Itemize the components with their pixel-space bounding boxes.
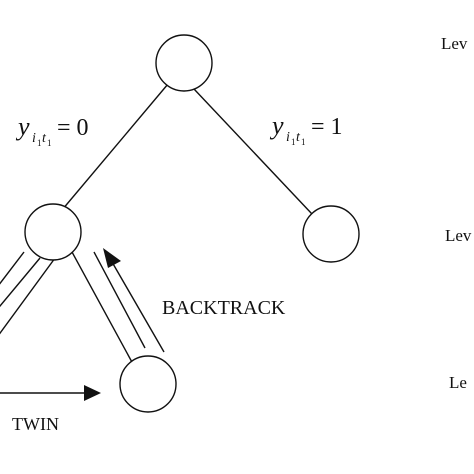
edge-label-left-sub2-sub: 1 bbox=[47, 138, 52, 148]
edge-label-right-rel: = 1 bbox=[311, 114, 343, 140]
level-label-0: Lev bbox=[441, 34, 468, 53]
edge-label-left: y i 1 t 1 = 0 bbox=[15, 112, 89, 148]
left-grandchild-parallel bbox=[93, 251, 146, 349]
edge-label-left-sub2: t bbox=[42, 131, 47, 146]
edge-root-left bbox=[61, 83, 169, 211]
twin-label: TWIN bbox=[12, 414, 59, 434]
twin-arrowhead bbox=[84, 385, 101, 401]
twin-path-line bbox=[0, 257, 41, 308]
edge-label-right-sub2-sub: 1 bbox=[301, 137, 306, 147]
grandchild-node bbox=[119, 355, 177, 413]
edge-left-child-down bbox=[0, 253, 59, 335]
edge-label-right-var: y bbox=[269, 111, 284, 140]
level-label-1: Lev bbox=[445, 226, 472, 245]
backtrack-arrow-shaft bbox=[111, 261, 165, 353]
backtrack-arrowhead bbox=[103, 248, 121, 268]
left-child-node bbox=[24, 203, 82, 261]
level-label-2: Le bbox=[449, 373, 467, 392]
edge-label-left-var: y bbox=[15, 112, 30, 141]
edge-label-left-sub1: i bbox=[32, 131, 36, 146]
backtrack-label: BACKTRACK bbox=[162, 297, 286, 319]
edge-label-right-sub2: t bbox=[296, 130, 301, 145]
edge-left-child-right bbox=[71, 251, 134, 365]
edge-root-right bbox=[193, 88, 313, 215]
right-child-node bbox=[302, 205, 360, 263]
edge-label-right-sub1: i bbox=[286, 130, 290, 145]
edge-label-left-rel: = 0 bbox=[57, 115, 89, 141]
edge-label-left-sub1-sub: 1 bbox=[37, 138, 42, 148]
edge-left-child-outline bbox=[0, 251, 25, 285]
edge-label-right: y i 1 t 1 = 1 bbox=[269, 111, 343, 147]
root-node bbox=[155, 34, 213, 92]
edge-label-right-sub1-sub: 1 bbox=[291, 137, 296, 147]
